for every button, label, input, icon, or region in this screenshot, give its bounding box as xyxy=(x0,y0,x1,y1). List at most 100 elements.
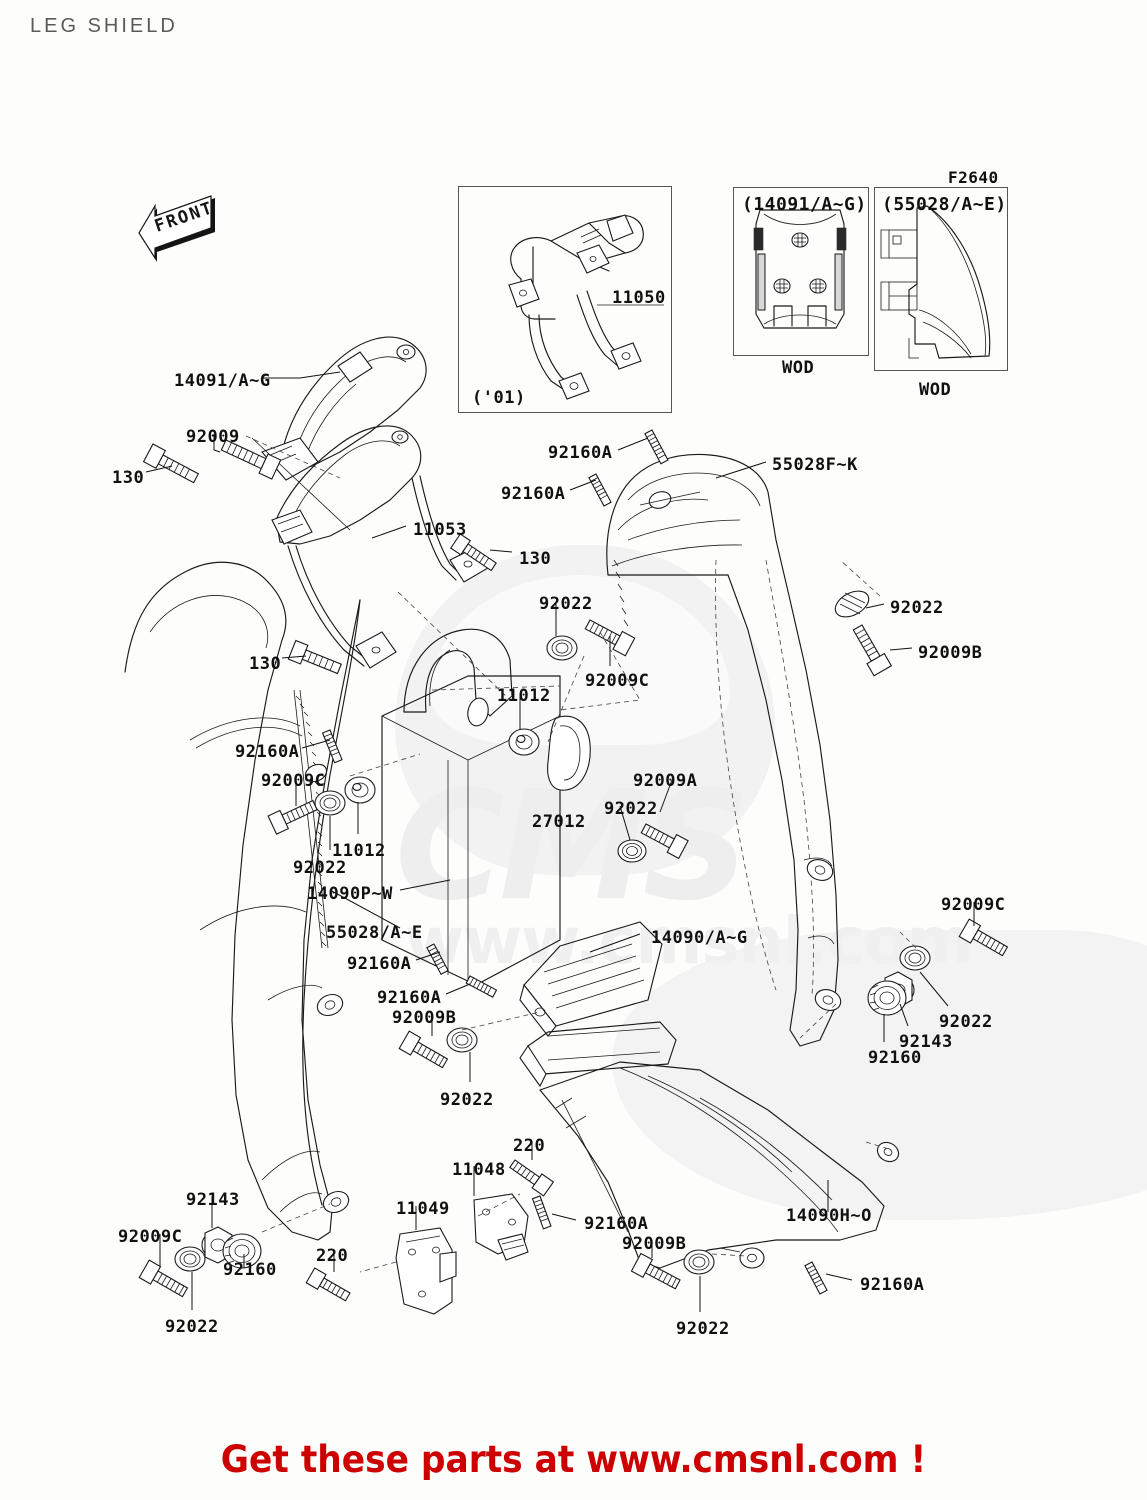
part-callout-92009c: 92009C xyxy=(118,1227,183,1247)
part-callout-92160a: 92160A xyxy=(501,484,566,504)
hardware-bolt-92009C-2 xyxy=(267,799,318,835)
hardware-grommet-92160-right xyxy=(867,980,907,1016)
part-callout-14090p-w: 14090P~W xyxy=(307,884,393,904)
part-callout-220: 220 xyxy=(316,1246,349,1266)
hardware-bolt-92009C-1 xyxy=(584,619,636,657)
hardware-cap-11012-1 xyxy=(508,728,540,756)
part-callout-92143: 92143 xyxy=(899,1032,953,1052)
inset-55028-code: (55028/A~E) xyxy=(882,194,1007,215)
hardware-washer-92022-1 xyxy=(546,635,578,661)
inset-11050-part-label: 11050 xyxy=(612,288,666,308)
inset-14091-code: (14091/A~G) xyxy=(742,194,867,215)
inset-14091-artwork xyxy=(753,209,847,329)
part-callout-92160a: 92160A xyxy=(548,443,613,463)
part-callout-55028f-k: 55028F~K xyxy=(772,455,858,475)
hardware-cap-11012-2 xyxy=(344,776,376,804)
part-lower-bracket-band xyxy=(519,1021,677,1088)
inset-55028-artwork xyxy=(880,205,991,359)
hardware-screw-220-2 xyxy=(305,1267,351,1302)
part-callout-92022: 92022 xyxy=(293,858,347,878)
hardware-hook-27012 xyxy=(547,715,591,791)
hardware-pin-92160A-1 xyxy=(644,429,669,465)
part-callout-11048: 11048 xyxy=(452,1160,506,1180)
hardware-washer-92022-5 xyxy=(899,945,931,971)
part-callout-92009c: 92009C xyxy=(585,671,650,691)
hardware-bolt-130-lower xyxy=(287,639,342,675)
hardware-bolt-92009C-4 xyxy=(138,1259,189,1298)
part-callout-11049: 11049 xyxy=(396,1199,450,1219)
hardware-bolt-92009B-3 xyxy=(630,1252,681,1290)
part-14090AG-grille xyxy=(519,921,663,1037)
hardware-nut-92022-right xyxy=(834,590,870,618)
part-callout-27012: 27012 xyxy=(532,812,586,832)
part-11049-bracket xyxy=(395,1227,457,1315)
inset-11050-artwork xyxy=(508,214,664,400)
hardware-pin-92160A-3 xyxy=(321,729,343,764)
part-callout-92143: 92143 xyxy=(186,1190,240,1210)
part-callout-92160a: 92160A xyxy=(584,1214,649,1234)
front-direction-marker: FRONT xyxy=(127,180,227,270)
hardware-washer-92022-2 xyxy=(617,839,647,863)
inset-55028-footnote: WOD xyxy=(919,380,952,400)
part-callout-11012: 11012 xyxy=(332,841,386,861)
page-title: LEG SHIELD xyxy=(30,15,178,37)
part-callout-92160a: 92160A xyxy=(860,1275,925,1295)
part-callout-92009b: 92009B xyxy=(622,1234,687,1254)
hardware-bolt-92009 xyxy=(220,439,282,480)
hardware-washer-92022-6 xyxy=(174,1246,206,1272)
hardware-washer-92022-7 xyxy=(683,1249,715,1275)
hardware-washer-92022-3 xyxy=(314,790,346,816)
part-callout-14090h-o: 14090H~O xyxy=(786,1206,872,1226)
hardware-pin-92160A-5 xyxy=(465,975,498,998)
part-callout-92009: 92009 xyxy=(186,427,240,447)
part-callout-92009b: 92009B xyxy=(918,643,983,663)
hardware-bolt-130-mid xyxy=(450,533,497,572)
part-callout-92160a: 92160A xyxy=(377,988,442,1008)
front-arrow-icon: FRONT xyxy=(138,195,216,262)
part-callout-92009a: 92009A xyxy=(633,771,698,791)
hardware-screw-220-1 xyxy=(509,1159,555,1197)
part-callout-92009c: 92009C xyxy=(941,895,1006,915)
part-callout-14091-a-g: 14091/A~G xyxy=(174,371,271,391)
part-callout-92022: 92022 xyxy=(939,1012,993,1032)
part-callout-92009b: 92009B xyxy=(392,1008,457,1028)
inset-11050-year-note: ('01) xyxy=(472,388,526,408)
part-callout-92022: 92022 xyxy=(676,1319,730,1339)
part-callout-14090-a-g: 14090/A~G xyxy=(651,928,748,948)
hardware-grommet-92160-left xyxy=(222,1233,262,1269)
part-callout-92022: 92022 xyxy=(165,1317,219,1337)
part-55028FK-right-shield xyxy=(606,453,842,1047)
part-14090HO-lower-cover xyxy=(539,1061,900,1269)
part-callout-92160: 92160 xyxy=(868,1048,922,1068)
hardware-bolt-92009B-2 xyxy=(398,1030,449,1069)
part-callout-130: 130 xyxy=(249,654,282,674)
inset-55028-box xyxy=(874,187,1008,371)
part-callout-130: 130 xyxy=(519,549,552,569)
hardware-pin-92160A-6 xyxy=(531,1195,552,1230)
part-callout-92009c: 92009C xyxy=(261,771,326,791)
hardware-pin-92160A-7 xyxy=(804,1261,828,1295)
part-callout-11053: 11053 xyxy=(413,520,467,540)
part-callout-92022: 92022 xyxy=(440,1090,494,1110)
part-callout-92160a: 92160A xyxy=(347,954,412,974)
part-callout-92022: 92022 xyxy=(890,598,944,618)
hardware-pin-92160A-4 xyxy=(426,943,449,975)
part-callout-92022: 92022 xyxy=(539,594,593,614)
inset-11050-box xyxy=(458,186,672,413)
inset-14091-footnote: WOD xyxy=(782,358,815,378)
part-55028-left-shield xyxy=(124,561,361,1241)
part-callout-220: 220 xyxy=(513,1136,546,1156)
hardware-bolt-92009A xyxy=(640,823,689,860)
footer-promo-text: Get these parts at www.cmsnl.com ! xyxy=(220,1438,927,1481)
hardware-washer-92022-4 xyxy=(446,1027,478,1053)
part-callout-130: 130 xyxy=(112,468,145,488)
part-callout-11012: 11012 xyxy=(497,686,551,706)
leader-lines xyxy=(145,371,975,1312)
inset-14091-box xyxy=(733,187,869,356)
part-callout-55028-a-e: 55028/A~E xyxy=(326,923,423,943)
hardware-pin-92160A-2 xyxy=(588,473,612,507)
part-callout-92160a: 92160A xyxy=(235,742,300,762)
part-callout-92160: 92160 xyxy=(223,1260,277,1280)
